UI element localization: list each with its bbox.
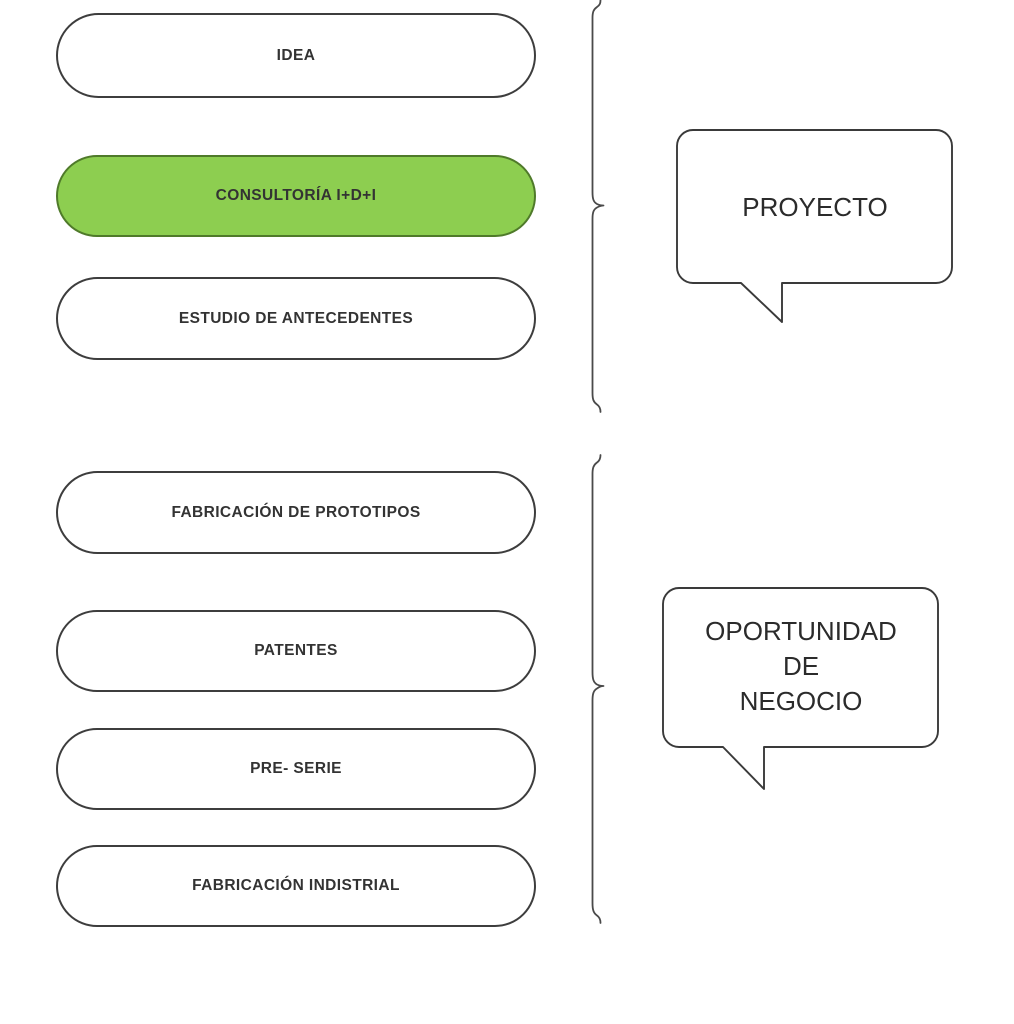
callout-proyecto[interactable]: PROYECTO (675, 128, 955, 328)
callout-oportunidad[interactable]: OPORTUNIDAD DE NEGOCIO (661, 586, 941, 796)
brace-proyecto-icon (588, 0, 606, 413)
stage-label: IDEA (276, 46, 316, 64)
stage-pill-fabricacion-industrial[interactable]: FABRICACIÓN INDISTRIAL (56, 845, 536, 927)
brace-oportunidad-icon (588, 454, 606, 924)
stage-pill-pre-serie[interactable]: PRE- SERIE (56, 728, 536, 810)
stage-pill-fabricacion-prototipos[interactable]: FABRICACIÓN DE PROTOTIPOS (56, 471, 536, 554)
stage-label: PATENTES (254, 642, 338, 660)
stage-pill-estudio-antecedentes[interactable]: ESTUDIO DE ANTECEDENTES (56, 277, 536, 360)
stage-pill-consultoria[interactable]: CONSULTORÍA I+D+I (56, 155, 536, 237)
stage-pill-patentes[interactable]: PATENTES (56, 610, 536, 692)
stage-label: PRE- SERIE (250, 760, 342, 778)
stage-label: CONSULTORÍA I+D+I (215, 187, 377, 205)
stage-pill-idea[interactable]: IDEA (56, 13, 536, 98)
stage-label: FABRICACIÓN DE PROTOTIPOS (171, 503, 421, 521)
stage-label: ESTUDIO DE ANTECEDENTES (178, 309, 414, 327)
stage-label: FABRICACIÓN INDISTRIAL (192, 877, 400, 895)
